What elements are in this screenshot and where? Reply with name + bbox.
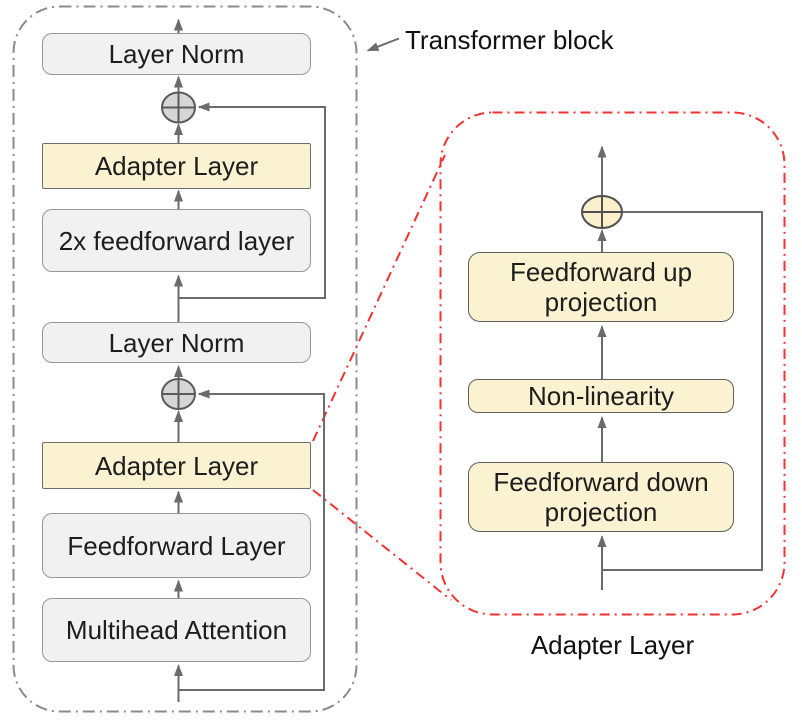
layer-norm-top-box: Layer Norm <box>42 33 311 75</box>
transformer-label-arrow <box>366 37 400 52</box>
adapter-detail-container <box>439 111 786 616</box>
add-circle-top-icon <box>161 91 196 124</box>
zoom-callout-line-bottom <box>312 489 452 601</box>
add-circle-adapter-icon <box>581 195 623 229</box>
feedforward-down-projection-box: Feedforward down projection <box>468 462 734 532</box>
feedforward-layer-box: Feedforward Layer <box>42 513 311 578</box>
layer-norm-mid-box: Layer Norm <box>42 322 311 363</box>
transformer-block-container <box>12 5 358 713</box>
transformer-block-label: Transformer block <box>405 25 614 55</box>
adapter-layer-bottom-box: Adapter Layer <box>42 442 311 489</box>
residual-skip-top <box>178 102 326 299</box>
non-linearity-box: Non-linearity <box>468 379 734 413</box>
feedforward-up-projection-box: Feedforward up projection <box>468 252 734 322</box>
adapter-layer-caption: Adapter Layer <box>530 630 695 660</box>
zoom-callout-line-top <box>312 154 446 442</box>
adapter-layer-top-box: Adapter Layer <box>42 143 311 189</box>
adapter-residual-skip <box>602 211 763 571</box>
multihead-attention-box: Multihead Attention <box>42 598 311 662</box>
feedforward-2x-box: 2x feedforward layer <box>42 209 311 272</box>
residual-skip-bottom <box>178 389 325 691</box>
add-circle-bottom-icon <box>161 378 196 410</box>
